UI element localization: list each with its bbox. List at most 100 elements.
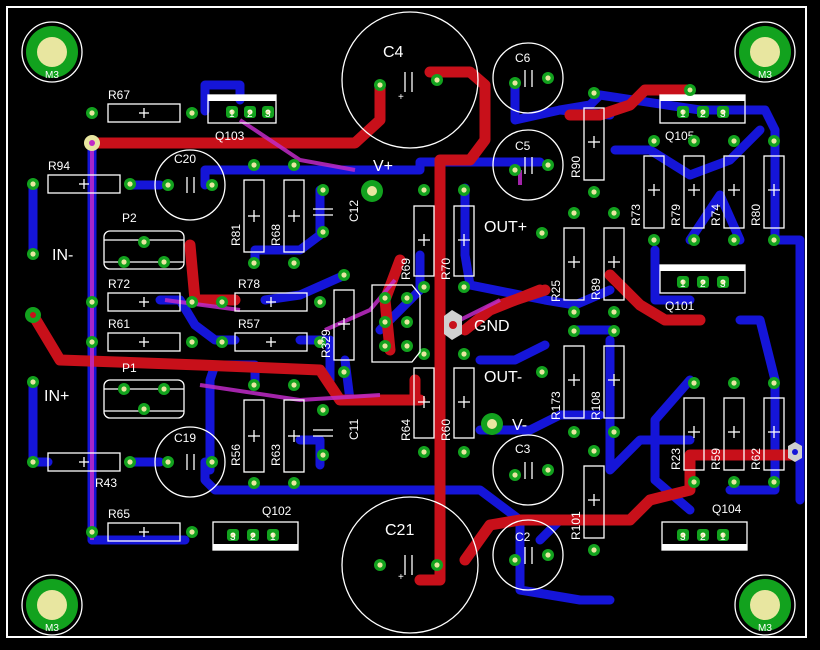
svg-text:Q102: Q102 [262, 504, 292, 518]
svg-text:R89: R89 [589, 278, 603, 300]
svg-text:C12: C12 [347, 200, 361, 222]
svg-text:2: 2 [700, 279, 706, 290]
resistor-r101: R101 [569, 445, 605, 556]
capacitor-c12: C12 [313, 184, 361, 238]
svg-text:R81: R81 [229, 224, 243, 246]
svg-text:C20: C20 [174, 152, 196, 166]
transistor-q103: 1 2 3 Q103 [207, 94, 277, 143]
svg-text:3: 3 [720, 109, 726, 120]
svg-text:R60: R60 [439, 419, 453, 441]
svg-text:+: + [398, 572, 404, 583]
resistor-r72: R72 [86, 277, 198, 312]
svg-text:Q104: Q104 [712, 502, 742, 516]
mounting-hole-top-right: M3 [734, 21, 796, 83]
svg-text:3: 3 [680, 532, 686, 543]
svg-text:R56: R56 [229, 444, 243, 466]
svg-text:R25: R25 [549, 280, 563, 302]
capacitor-c6: C6 [492, 42, 564, 114]
svg-text:P2: P2 [122, 211, 137, 225]
transistor-q104: 3 2 1 Q104 [661, 502, 748, 551]
svg-text:R62: R62 [749, 448, 763, 470]
svg-text:R63: R63 [269, 444, 283, 466]
svg-text:2: 2 [247, 109, 253, 120]
svg-text:R69: R69 [399, 258, 413, 280]
resistor-r63: R63 [269, 379, 305, 489]
via-left-mid [25, 307, 41, 323]
svg-text:1: 1 [270, 532, 276, 543]
svg-text:Q103: Q103 [215, 129, 245, 143]
resistor-r64: R64 [399, 348, 435, 458]
via-right-edge [788, 442, 802, 462]
svg-text:M3: M3 [758, 70, 772, 81]
svg-text:P1: P1 [122, 361, 137, 375]
svg-text:3: 3 [230, 532, 236, 543]
resistor-r25: R25 [549, 207, 585, 318]
svg-text:R73: R73 [629, 204, 643, 226]
resistor-r78: R78 [216, 277, 326, 312]
resistor-r79: R79 [669, 135, 705, 246]
resistor-r74: R74 [709, 135, 745, 246]
resistor-r94: R94 [27, 159, 136, 194]
capacitor-c4: + C4 [341, 11, 479, 149]
svg-text:R72: R72 [108, 277, 130, 291]
svg-text:V-: V- [512, 417, 527, 434]
svg-text:1: 1 [680, 279, 686, 290]
resistor-r108: R108 [589, 325, 625, 438]
svg-text:C5: C5 [515, 139, 531, 153]
resistor-r69: R69 [399, 184, 435, 293]
svg-text:C6: C6 [515, 51, 531, 65]
mounting-hole-bottom-left: M3 [21, 574, 83, 636]
resistor-r67: R67 [86, 88, 198, 123]
svg-text:3: 3 [720, 279, 726, 290]
capacitor-c2: C2 [492, 519, 564, 591]
svg-text:GND: GND [474, 318, 510, 335]
svg-text:C21: C21 [385, 522, 414, 539]
svg-text:R78: R78 [238, 277, 260, 291]
trimmer-p2: P2 [103, 211, 185, 270]
resistor-r80: R80 [749, 135, 785, 246]
svg-text:Q105: Q105 [665, 129, 695, 143]
via-left-top [84, 135, 100, 151]
resistor-r90: R90 [569, 87, 605, 198]
connector-v-plus: V+ [361, 158, 393, 202]
svg-text:2: 2 [700, 532, 706, 543]
svg-text:IN-: IN- [52, 247, 73, 264]
svg-text:C11: C11 [347, 419, 361, 440]
svg-text:R23: R23 [669, 448, 683, 470]
resistor-r56: R56 [229, 379, 265, 489]
capacitor-c11: C11 [313, 404, 361, 461]
connector-in-plus: IN+ [27, 376, 69, 405]
resistor-r73: R73 [629, 135, 665, 246]
svg-text:R79: R79 [669, 204, 683, 226]
svg-text:M3: M3 [45, 623, 59, 634]
via-right-top [684, 84, 696, 96]
center-connector-block [371, 284, 421, 363]
svg-text:R64: R64 [399, 419, 413, 441]
mounting-hole-top-left: M3 [21, 21, 83, 83]
svg-text:R57: R57 [238, 317, 260, 331]
resistor-r61: R61 [86, 317, 198, 352]
capacitor-c3: C3 [492, 434, 564, 506]
svg-text:+: + [398, 92, 404, 103]
svg-text:R59: R59 [709, 448, 723, 470]
svg-text:3: 3 [265, 109, 271, 120]
svg-text:M3: M3 [45, 70, 59, 81]
svg-text:R80: R80 [749, 204, 763, 226]
svg-text:R65: R65 [108, 507, 130, 521]
resistor-r59: R59 [709, 377, 745, 488]
resistor-r173: R173 [549, 325, 585, 438]
svg-text:R101: R101 [569, 511, 583, 540]
svg-text:R68: R68 [269, 224, 283, 246]
resistor-r70: R70 [439, 184, 475, 293]
svg-text:R173: R173 [549, 391, 563, 420]
svg-text:R329: R329 [319, 329, 333, 358]
svg-text:C2: C2 [515, 530, 531, 544]
svg-text:C19: C19 [174, 431, 196, 445]
capacitor-c20: C20 [154, 149, 226, 221]
svg-text:R70: R70 [439, 258, 453, 280]
resistor-r43: R43 [27, 452, 136, 490]
svg-text:R61: R61 [108, 317, 130, 331]
svg-text:IN+: IN+ [44, 388, 69, 405]
connector-in-minus: IN- [27, 247, 73, 264]
